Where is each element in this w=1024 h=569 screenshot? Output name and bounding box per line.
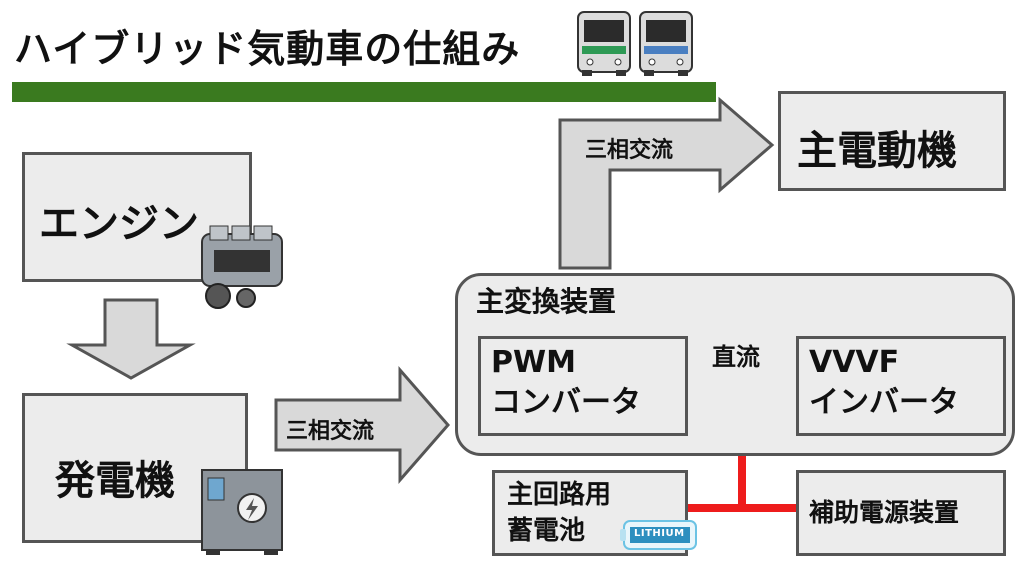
lithium-battery-icon: LITHIUM <box>620 517 700 553</box>
battery-label-line1: 主回路用 <box>507 480 612 510</box>
vvvf-label-line2: インバータ <box>809 385 959 420</box>
right-arrow-to-converter <box>274 366 450 484</box>
pwm-label-line2: コンバータ <box>491 385 641 420</box>
dc-link-label: 直流 <box>712 343 760 371</box>
pwm-converter-box: PWM コンバータ <box>478 336 688 436</box>
pwm-label-line1: PWM <box>491 345 576 380</box>
converter-to-motor-label: 三相交流 <box>585 138 674 163</box>
main-motor-label: 主電動機 <box>797 128 957 174</box>
engine-box: エンジン <box>22 152 252 282</box>
main-motor-box: 主電動機 <box>778 91 1006 191</box>
l-arrow-to-motor <box>558 96 775 270</box>
generator-label: 発電機 <box>55 458 175 504</box>
main-converter-title: 主変換装置 <box>476 285 617 318</box>
generator-box: 発電機 <box>22 393 248 543</box>
page-title: ハイブリッド気動車の仕組み <box>14 27 521 71</box>
vvvf-inverter-box: VVVF インバータ <box>796 336 1006 436</box>
aux-power-box: 補助電源装置 <box>796 470 1006 556</box>
engine-label: エンジン <box>39 201 199 247</box>
lithium-battery-text: LITHIUM <box>634 528 685 539</box>
gen-to-converter-label: 三相交流 <box>286 419 375 444</box>
title-underline-bar <box>12 82 716 102</box>
battery-label-line2: 蓄電池 <box>507 516 586 546</box>
aux-power-label: 補助電源装置 <box>809 498 960 527</box>
vvvf-label-line1: VVVF <box>809 345 900 380</box>
down-arrow <box>66 298 196 380</box>
